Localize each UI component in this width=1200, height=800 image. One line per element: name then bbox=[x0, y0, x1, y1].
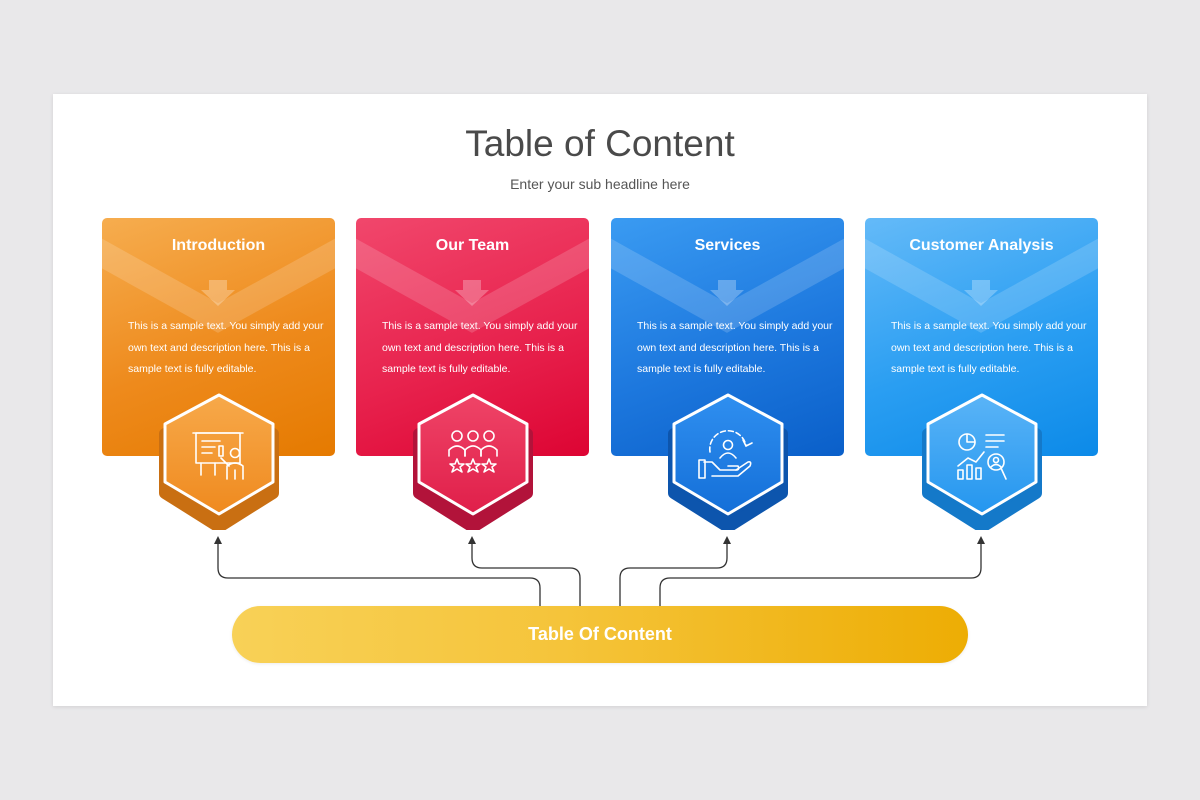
hexagon-badge-services bbox=[666, 390, 790, 530]
hub-pill: Table Of Content bbox=[232, 606, 968, 663]
arrow-down-decoration bbox=[865, 238, 1098, 333]
presentation-icon bbox=[192, 432, 244, 480]
card-description: This is a sample text. You simply add yo… bbox=[128, 320, 324, 375]
hexagon-badge-our-team bbox=[411, 390, 535, 530]
card-description: This is a sample text. You simply add yo… bbox=[891, 320, 1087, 375]
customer-service-icon bbox=[698, 430, 753, 479]
arrow-down-decoration bbox=[102, 238, 335, 333]
hexagon-badge-customer-analysis bbox=[920, 390, 1044, 530]
page-subtitle: Enter your sub headline here bbox=[510, 176, 690, 192]
card-title: Our Team bbox=[435, 237, 510, 254]
team-icon bbox=[448, 430, 498, 473]
card-title: Services bbox=[694, 237, 761, 254]
analytics-icon bbox=[957, 433, 1007, 480]
arrow-down-decoration bbox=[356, 238, 589, 333]
arrow-down-decoration bbox=[611, 238, 844, 333]
card-title: Introduction bbox=[171, 237, 266, 254]
card-description: This is a sample text. You simply add yo… bbox=[637, 320, 833, 375]
card-title: Customer Analysis bbox=[909, 237, 1054, 254]
hexagon-badge-introduction bbox=[157, 390, 281, 530]
hub-label: Table Of Content bbox=[528, 624, 672, 644]
card-description: This is a sample text. You simply add yo… bbox=[382, 320, 578, 375]
page-title: Table of Content bbox=[465, 123, 735, 164]
card-introduction: Introduction This is a sample text. You … bbox=[102, 218, 335, 456]
